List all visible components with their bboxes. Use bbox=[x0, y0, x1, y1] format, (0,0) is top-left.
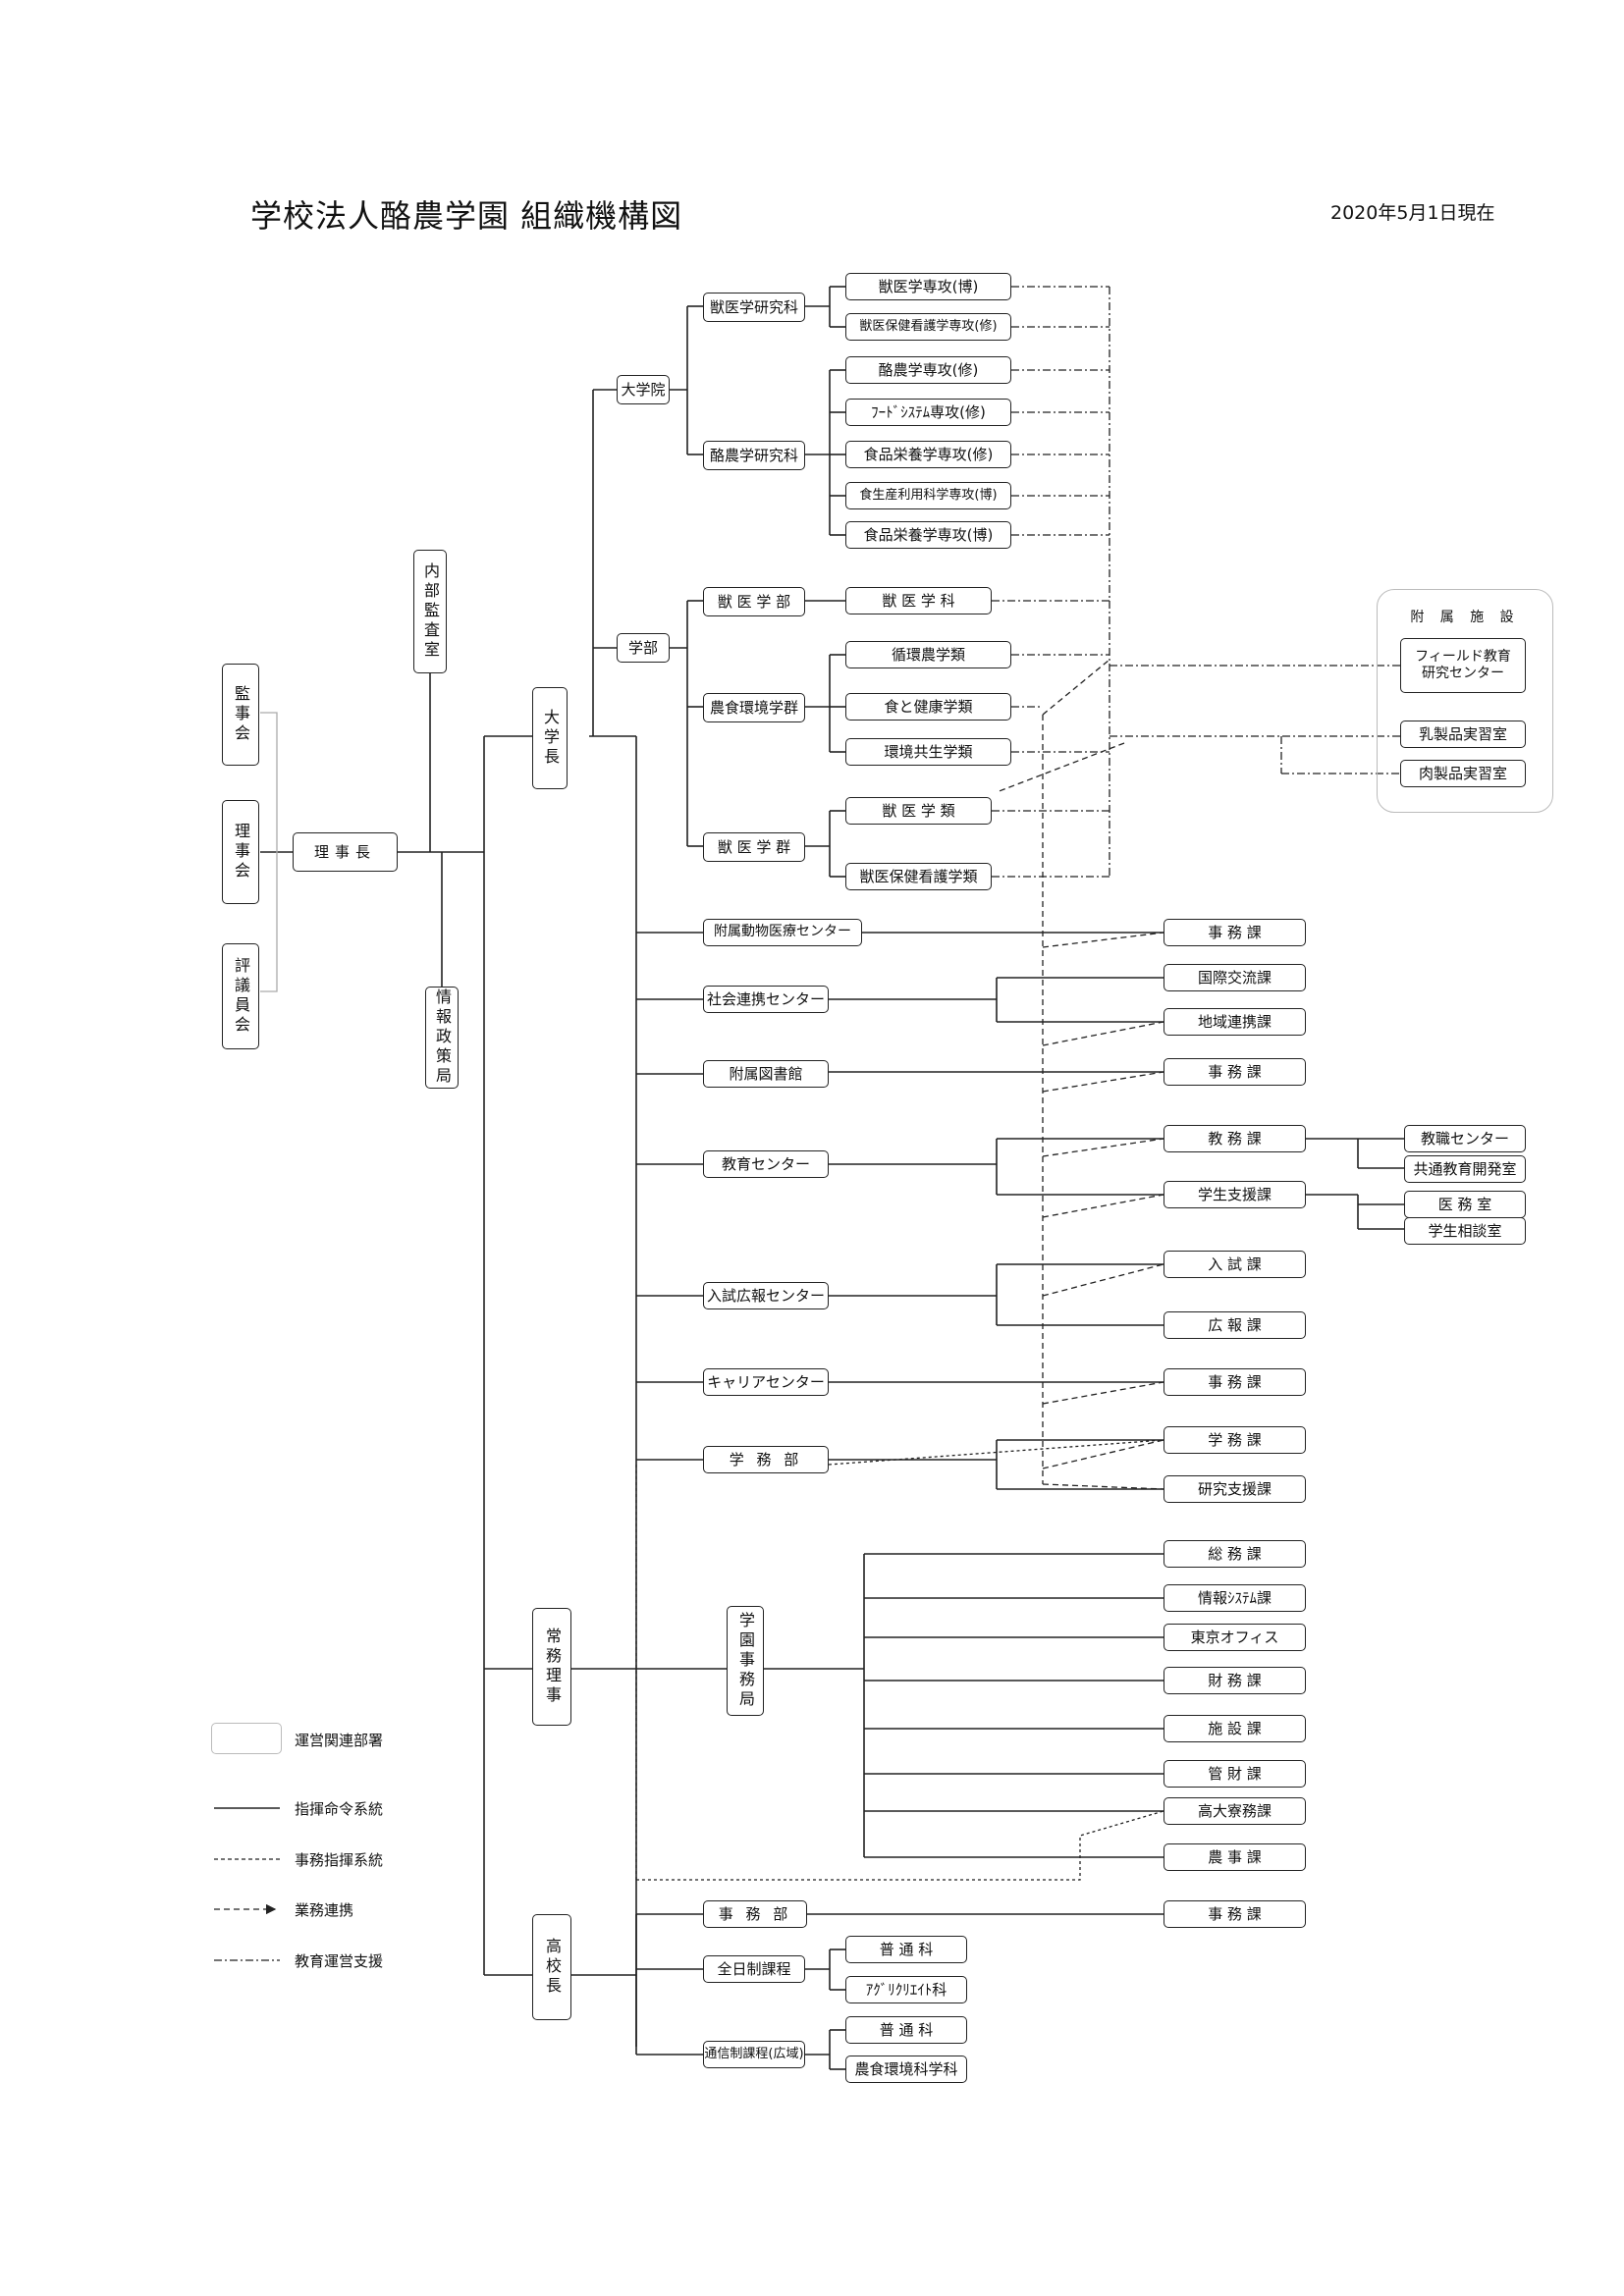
secretariat-section: 施 設 課 bbox=[1164, 1715, 1306, 1742]
correspondence-course: 通信制課程(広域) bbox=[703, 2041, 805, 2068]
secretariat-section: 情報ｼｽﾃﾑ課 bbox=[1164, 1584, 1306, 1612]
education-center: 教育センター bbox=[703, 1150, 829, 1178]
secretariat-section: 管 財 課 bbox=[1164, 1760, 1306, 1788]
board-of-directors: 理事会 bbox=[222, 800, 259, 904]
university-president: 大学長 bbox=[532, 687, 568, 789]
medical-office: 医 務 室 bbox=[1404, 1191, 1526, 1218]
agri-env-department: 循環農学類 bbox=[845, 641, 1011, 668]
internal-audit-office: 内部監査室 bbox=[413, 550, 447, 673]
correspondence-department: 普 通 科 bbox=[845, 2016, 967, 2044]
secretariat-section: 高大寮務課 bbox=[1164, 1797, 1306, 1825]
center-section: 研究支援課 bbox=[1164, 1475, 1306, 1503]
correspondence-department: 農食環境科学科 bbox=[845, 2056, 967, 2083]
secretariat-section: 東京オフィス bbox=[1164, 1624, 1306, 1651]
fulltime-course: 全日制課程 bbox=[703, 1955, 805, 1983]
executive-director: 常務理事 bbox=[532, 1608, 571, 1726]
center-section: 広 報 課 bbox=[1164, 1311, 1306, 1339]
library: 附属図書館 bbox=[703, 1060, 829, 1088]
common-education-office: 共通教育開発室 bbox=[1404, 1155, 1526, 1183]
secretariat-section: 財 務 課 bbox=[1164, 1667, 1306, 1694]
secretariat-section: 農 事 課 bbox=[1164, 1843, 1306, 1871]
center-section: 入 試 課 bbox=[1164, 1251, 1306, 1278]
info-policy-bureau: 情報政策局 bbox=[425, 987, 459, 1089]
vet-grad-major: 獣医保健看護学専攻(修) bbox=[845, 313, 1011, 341]
graduate-school: 大学院 bbox=[617, 375, 670, 404]
animal-medical-center: 附属動物医療センター bbox=[703, 919, 862, 946]
vet-grad-major: 獣医学専攻(博) bbox=[845, 273, 1011, 300]
agri-env-department: 環境共生学類 bbox=[845, 738, 1011, 766]
fulltime-department: 普 通 科 bbox=[845, 1936, 967, 1963]
agri-env-school: 農食環境学群 bbox=[703, 693, 805, 722]
council: 評議員会 bbox=[222, 943, 259, 1049]
vet-school: 獣 医 学 群 bbox=[703, 832, 805, 862]
facilities-group bbox=[1377, 589, 1553, 813]
vet-school-department: 獣 医 学 類 bbox=[845, 797, 992, 825]
fulltime-department: ｱｸﾞﾘｸﾘｴｲﾄ科 bbox=[845, 1976, 967, 2003]
page-title: 学校法人酪農学園 組織機構図 bbox=[250, 197, 683, 235]
dairy-product-lab: 乳製品実習室 bbox=[1400, 721, 1526, 748]
field-research-center: フィールド教育研究センター bbox=[1400, 638, 1526, 693]
career-center: キャリアセンター bbox=[703, 1368, 829, 1396]
legend-office-command: 事務指揮系統 bbox=[295, 1851, 384, 1869]
center-section: 教 務 課 bbox=[1164, 1125, 1306, 1152]
legend-related-swatch bbox=[211, 1723, 282, 1754]
meat-product-lab: 肉製品実習室 bbox=[1400, 760, 1526, 787]
date-label: 2020年5月1日現在 bbox=[1330, 202, 1495, 224]
facilities-title: 附 属 施 設 bbox=[1410, 610, 1520, 625]
secretariat-section: 総 務 課 bbox=[1164, 1540, 1306, 1568]
admissions-center: 入試広報センター bbox=[703, 1282, 829, 1309]
counseling-office: 学生相談室 bbox=[1404, 1217, 1526, 1245]
center-section: 学生支援課 bbox=[1164, 1181, 1306, 1208]
dairy-grad-major: 食品栄養学専攻(修) bbox=[845, 441, 1011, 468]
academic-affairs-dept: 学 務 部 bbox=[703, 1446, 829, 1473]
agri-env-department: 食と健康学類 bbox=[845, 693, 1011, 721]
audit-board: 監事会 bbox=[222, 664, 259, 766]
dairy-grad-major: 食品栄養学専攻(博) bbox=[845, 521, 1011, 549]
vet-department: 獣 医 学 科 bbox=[845, 587, 992, 614]
dairy-grad-major: 食生産利用科学専攻(博) bbox=[845, 482, 1011, 509]
legend-support: 教育運営支援 bbox=[295, 1952, 384, 1970]
center-section: 事 務 課 bbox=[1164, 1368, 1306, 1396]
community-center: 社会連携センター bbox=[703, 986, 829, 1013]
chairman: 理事長 bbox=[293, 832, 398, 872]
corporate-secretariat: 学園事務局 bbox=[727, 1606, 764, 1716]
center-section: 事 務 課 bbox=[1164, 919, 1306, 946]
dairy-grad-major: 酪農学専攻(修) bbox=[845, 356, 1011, 384]
legend-related: 運営関連部署 bbox=[295, 1732, 384, 1749]
hs-office: 事 務 部 bbox=[703, 1900, 807, 1928]
teacher-training-center: 教職センター bbox=[1404, 1125, 1526, 1152]
hs-office-section: 事 務 課 bbox=[1164, 1900, 1306, 1928]
center-section: 事 務 課 bbox=[1164, 1058, 1306, 1086]
center-section: 学 務 課 bbox=[1164, 1426, 1306, 1454]
faculty: 学部 bbox=[617, 633, 670, 663]
vet-faculty: 獣 医 学 部 bbox=[703, 587, 805, 616]
dairy-grad-school: 酪農学研究科 bbox=[703, 441, 805, 470]
legend-command: 指揮命令系統 bbox=[295, 1800, 384, 1818]
center-section: 国際交流課 bbox=[1164, 964, 1306, 991]
vet-school-department: 獣医保健看護学類 bbox=[845, 863, 992, 890]
dairy-grad-major: ﾌｰﾄﾞｼｽﾃﾑ専攻(修) bbox=[845, 399, 1011, 426]
high-school-principal: 高校長 bbox=[532, 1914, 571, 2020]
center-section: 地域連携課 bbox=[1164, 1008, 1306, 1036]
vet-grad-school: 獣医学研究科 bbox=[703, 293, 805, 322]
legend-cooperation: 業務連携 bbox=[295, 1901, 354, 1919]
